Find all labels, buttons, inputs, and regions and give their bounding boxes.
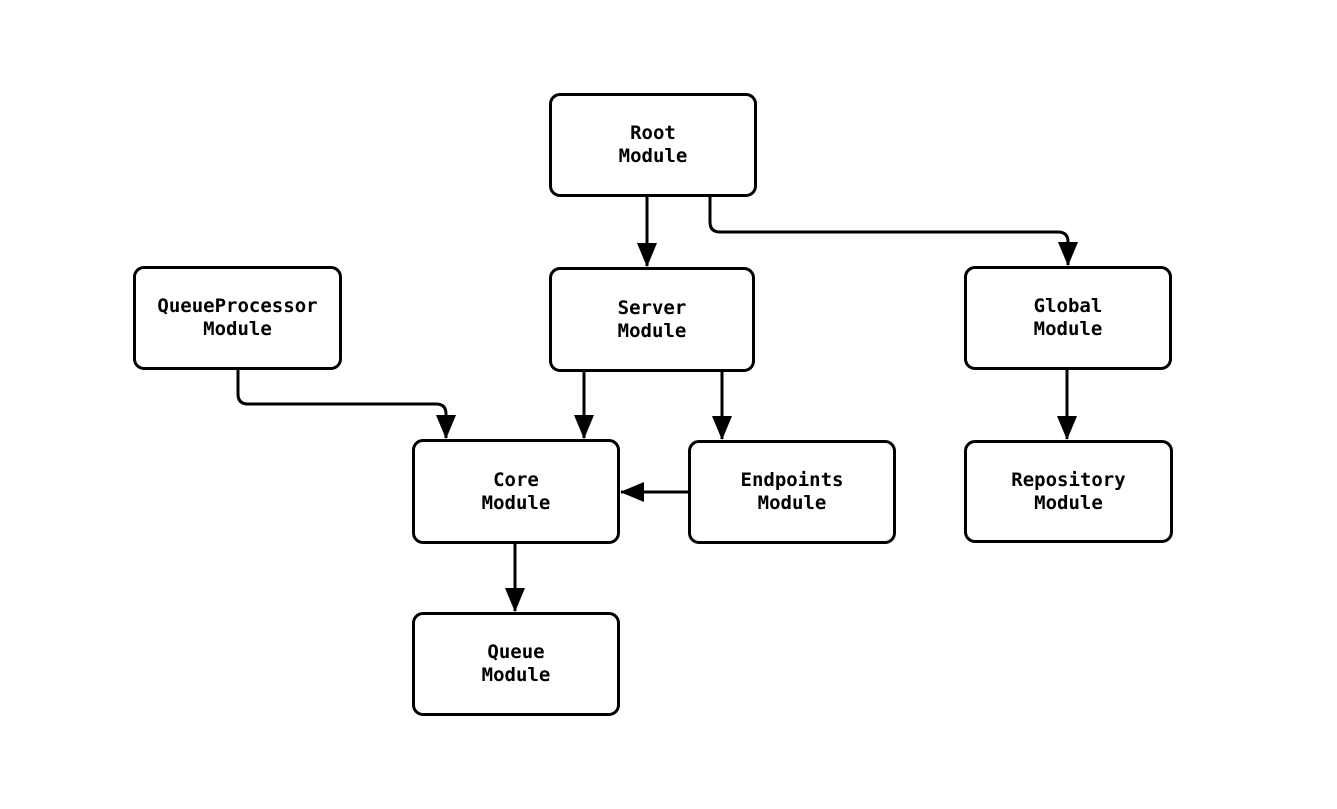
node-endpoints-label-line-1: Endpoints: [740, 469, 844, 491]
node-global-label-line-2: Module: [1033, 318, 1103, 340]
node-root-label-line-2: Module: [618, 145, 688, 167]
node-server-label-line-1: Server: [617, 296, 687, 319]
node-repository-label-line-2: Module: [1034, 491, 1103, 514]
node-global-label-line-1: Global: [1033, 295, 1103, 317]
node-queueprocessor-label-line-2: Module: [203, 318, 272, 340]
node-endpoints-label-line-2: Module: [757, 492, 827, 514]
node-queue-label-line-1: Queue: [487, 641, 545, 663]
edge-queueprocessor-to-core: [236, 370, 456, 439]
node-core-label-line-2: Module: [481, 491, 551, 514]
node-root-label-line-1: Root: [630, 122, 676, 144]
node-queueprocessor-label-line-1: QueueProcessor: [157, 295, 318, 317]
node-server-label-line-2: Module: [617, 319, 687, 342]
edge-root-to-global: [708, 197, 1078, 266]
node-repository-label-line-1: Repository: [1011, 468, 1126, 491]
node-core-label-line-1: Core: [493, 468, 539, 491]
node-queue-label-line-2: Module: [481, 664, 551, 686]
